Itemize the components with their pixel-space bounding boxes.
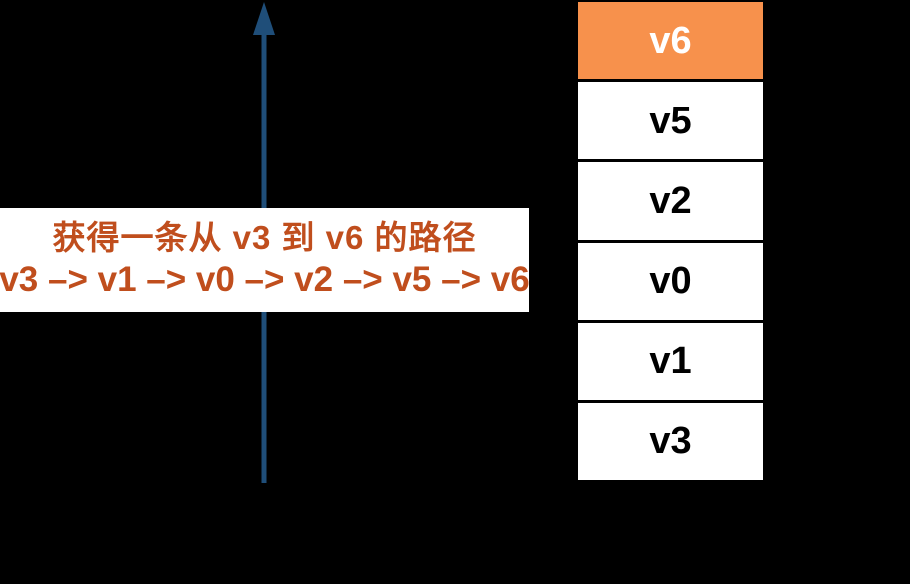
stack-cell-v6: v6 bbox=[578, 2, 763, 83]
path-annotation-box: 获得一条从 v3 到 v6 的路径 v3 –> v1 –> v0 –> v2 –… bbox=[0, 208, 530, 312]
annotation-title: 获得一条从 v3 到 v6 的路径 bbox=[52, 219, 477, 257]
stack-cell-v1: v1 bbox=[578, 322, 763, 403]
annotation-path: v3 –> v1 –> v0 –> v2 –> v5 –> v6 bbox=[0, 260, 530, 300]
stack-cell-v2: v2 bbox=[578, 162, 763, 243]
stack-cell-v3: v3 bbox=[578, 402, 763, 481]
stack-cell-v5: v5 bbox=[578, 82, 763, 163]
stack-cell-v0: v0 bbox=[578, 242, 763, 323]
arrow-head bbox=[253, 2, 275, 35]
